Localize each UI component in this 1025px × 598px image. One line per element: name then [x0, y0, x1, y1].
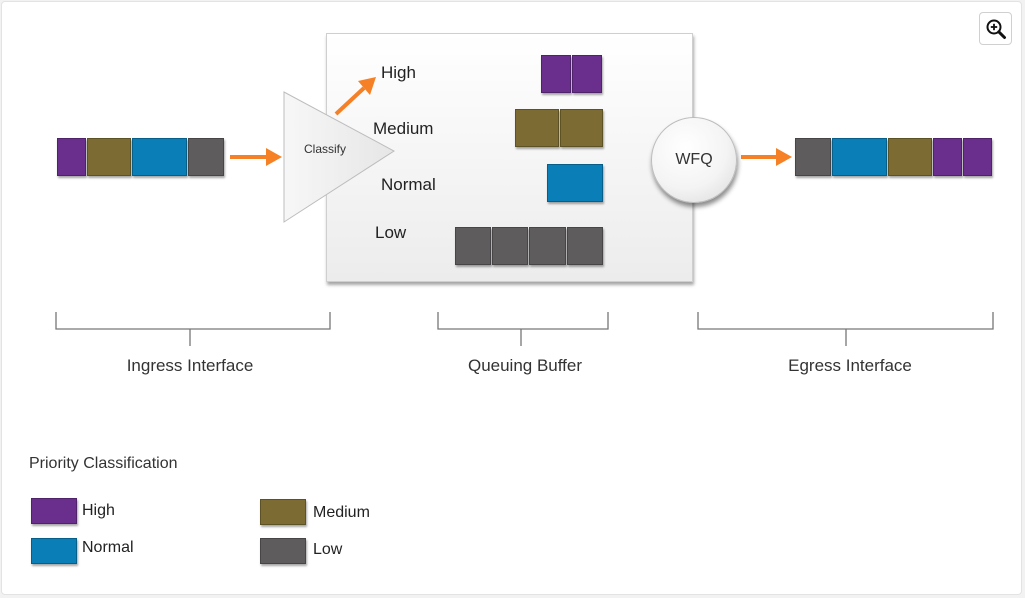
egress-packet-high	[963, 138, 992, 176]
ingress-packet-normal	[132, 138, 187, 176]
egress-arrow	[741, 148, 792, 166]
classifier-triangle	[283, 91, 395, 223]
queue-low-packet	[455, 227, 491, 265]
legend-label-low: Low	[313, 541, 343, 558]
zoom-in-icon	[986, 19, 1006, 39]
ingress-interface-label: Ingress Interface	[126, 356, 254, 375]
queue-low-packet	[529, 227, 566, 265]
legend-swatch-low	[260, 538, 306, 564]
legend-label-high: High	[82, 502, 115, 519]
queue-medium-packet	[560, 109, 603, 147]
high-arrow	[334, 77, 376, 116]
queue-normal-packet	[547, 164, 603, 202]
queuing-buffer-label: Queuing Buffer	[467, 356, 583, 375]
ingress-packet-medium	[87, 138, 131, 176]
buffer-bracket	[437, 312, 609, 346]
egress-bracket	[697, 312, 994, 346]
ingress-packet-high	[57, 138, 86, 176]
ingress-bracket	[55, 312, 331, 346]
legend-swatch-high	[31, 498, 77, 524]
ingress-arrow	[230, 148, 282, 166]
egress-packet-medium	[888, 138, 932, 176]
ingress-packet-low	[188, 138, 224, 176]
queue-high-packet	[541, 55, 571, 93]
wfq-scheduler: WFQ	[651, 117, 737, 203]
queue-low-packet	[567, 227, 603, 265]
egress-packet-high	[933, 138, 962, 176]
legend-label-normal: Normal	[82, 539, 134, 556]
legend-swatch-medium	[260, 499, 306, 525]
legend-title: Priority Classification	[29, 455, 178, 472]
egress-interface-label: Egress Interface	[788, 356, 912, 375]
queue-label-medium: Medium	[373, 119, 434, 138]
queue-high-packet	[572, 55, 602, 93]
zoom-button[interactable]	[979, 12, 1012, 45]
legend-label-medium: Medium	[313, 504, 370, 521]
queue-label-low: Low	[375, 223, 407, 242]
egress-packet-normal	[832, 138, 887, 176]
queue-label-high: High	[381, 63, 416, 82]
legend-swatch-normal	[31, 538, 77, 564]
classifier-label: Classify	[304, 142, 347, 156]
queue-low-packet	[492, 227, 528, 265]
queue-medium-packet	[515, 109, 559, 147]
queue-label-normal: Normal	[381, 175, 436, 194]
wfq-label: WFQ	[675, 151, 713, 168]
egress-packet-low	[795, 138, 831, 176]
